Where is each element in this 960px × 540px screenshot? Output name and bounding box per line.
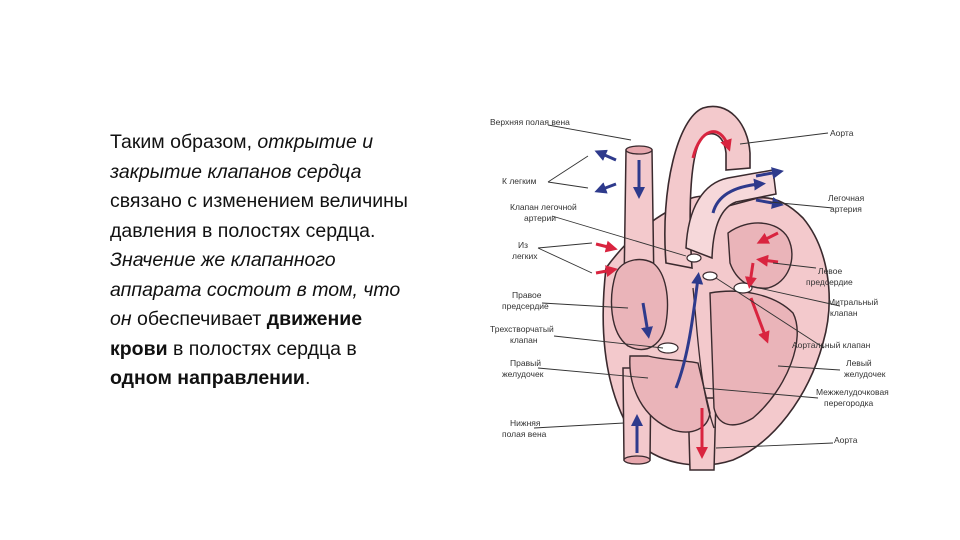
slide-paragraph: Таким образом, открытие и закрытие клапа… xyxy=(110,128,420,394)
oxygenated-flow-arrow xyxy=(595,265,618,278)
label-from-lungs-line2: легких xyxy=(512,251,538,261)
text-segment: связано с изменением величины давления в… xyxy=(110,190,408,242)
text-segment: в полостях сердца в xyxy=(167,337,357,360)
text-italic-segment: Значение же клапанного аппарата состоит … xyxy=(110,249,401,330)
text-segment: . xyxy=(304,367,311,389)
label-left-atrium-line1: Левое xyxy=(818,266,842,276)
deoxygenated-flow-arrow xyxy=(594,149,617,162)
label-pulmonary-valve-line2: артерии xyxy=(524,213,556,223)
label-left-atrium-line2: предсердие xyxy=(806,277,853,287)
oxygenated-flow-arrow xyxy=(749,297,770,344)
pulmonary-valve xyxy=(686,253,702,263)
label-aortic-valve: Аортальный клапан xyxy=(792,340,871,350)
tricuspid-valve xyxy=(657,342,679,354)
deoxygenated-flow-arrow xyxy=(711,178,766,214)
oxygenated-flow-arrow xyxy=(744,262,757,289)
label-ivc-line1: Нижняя xyxy=(510,418,541,428)
left-ventricle xyxy=(709,290,798,426)
label-pulmonary-valve-line1: Клапан легочной xyxy=(510,202,577,212)
label-pulmonary-artery-line1: Легочная xyxy=(828,193,865,203)
label-right-ventricle-line1: Правый xyxy=(510,358,541,368)
right-labels: Аорта Легочная артерия Левое предсердие … xyxy=(792,128,889,445)
blood-flow-arrows xyxy=(594,130,784,459)
label-to-lungs: К легким xyxy=(502,176,537,186)
text-bold-segment: движение крови xyxy=(110,308,363,360)
text-segment: Таким образом, xyxy=(110,131,258,153)
heart-illustration xyxy=(602,105,830,471)
label-ivc-line2: полая вена xyxy=(502,429,547,439)
label-septum-line2: перегородка xyxy=(824,398,874,408)
label-superior-vena-cava: Верхняя полая вена xyxy=(490,117,570,127)
deoxygenated-flow-arrow xyxy=(674,272,704,389)
right-ventricle xyxy=(629,355,711,433)
svc-opening xyxy=(625,145,653,155)
oxygenated-flow-arrow xyxy=(691,130,732,159)
right-atrium xyxy=(610,258,669,351)
text-segment: обеспечивает xyxy=(131,308,267,330)
deoxygenated-flow-arrow xyxy=(641,302,653,339)
aortic-valve xyxy=(702,271,718,281)
text-bold-segment: одном направлении xyxy=(110,367,305,389)
text-italic-segment: открытие и закрытие клапанов сердца xyxy=(110,131,374,183)
label-right-atrium-line2: предсердие xyxy=(502,301,549,311)
label-aorta-top: Аорта xyxy=(830,128,854,138)
label-left-ventricle-line1: Левый xyxy=(846,358,872,368)
label-tricuspid-line1: Трехстворчатый xyxy=(490,324,554,334)
pulmonary-trunk xyxy=(685,169,777,260)
oxygenated-flow-arrow xyxy=(756,231,779,244)
label-septum-line1: Межжелудочковая xyxy=(816,387,889,397)
deoxygenated-flow-arrow xyxy=(755,167,784,179)
label-aorta-bottom: Аорта xyxy=(834,435,858,445)
heart-diagram: Верхняя полая вена К легким Клапан легоч… xyxy=(488,98,898,478)
label-left-ventricle-line2: желудочек xyxy=(844,369,886,379)
left-labels: Верхняя полая вена К легким Клапан легоч… xyxy=(490,117,577,439)
ivc-opening xyxy=(623,455,651,465)
deoxygenated-flow-arrow xyxy=(594,182,617,194)
label-mitral-line1: Митральный xyxy=(828,297,878,307)
label-mitral-line2: клапан xyxy=(830,308,858,318)
label-from-lungs-line1: Из xyxy=(518,240,528,250)
label-leader-lines xyxy=(533,124,841,449)
deoxygenated-flow-arrow xyxy=(755,197,784,209)
label-right-ventricle-line2: желудочек xyxy=(502,369,544,379)
oxygenated-flow-arrow xyxy=(595,240,618,253)
label-right-atrium-line1: Правое xyxy=(512,290,542,300)
oxygenated-flow-arrow xyxy=(756,254,779,267)
label-pulmonary-artery-line2: артерия xyxy=(830,204,862,214)
label-tricuspid-line2: клапан xyxy=(510,335,538,345)
